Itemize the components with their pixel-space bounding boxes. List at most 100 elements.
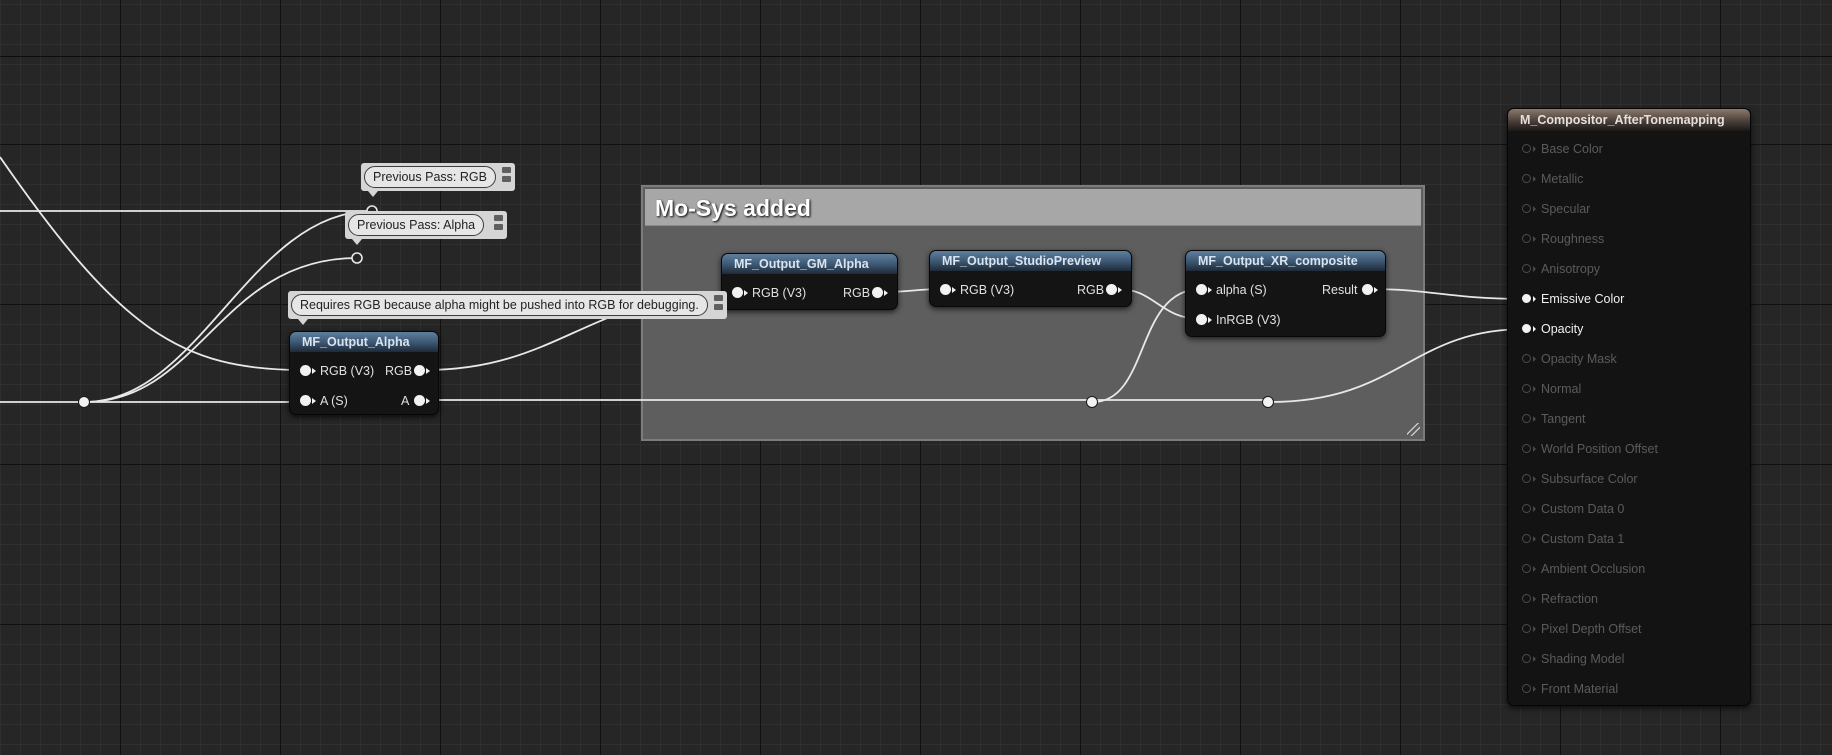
input-pin[interactable] <box>1522 414 1531 423</box>
material-input-label: Anisotropy <box>1541 262 1601 276</box>
pin-arrow-icon <box>1533 506 1536 512</box>
pin-arrow-icon <box>1533 536 1536 542</box>
node-title: MF_Output_Alpha <box>290 332 438 352</box>
input-pin[interactable] <box>1522 234 1531 243</box>
pin-label: RGB (V3) <box>960 283 1015 297</box>
pin-arrow-icon <box>312 368 316 374</box>
reroute-node <box>1086 396 1098 408</box>
pin-arrow-icon <box>952 287 956 293</box>
pin-arrow-icon <box>744 290 748 296</box>
input-pin[interactable] <box>300 395 311 406</box>
bubble-pin-icon[interactable] <box>714 295 723 313</box>
pin-arrow-icon <box>1533 206 1536 212</box>
comment-title: Mo-Sys added <box>655 195 811 221</box>
pin-arrow-icon <box>1533 476 1536 482</box>
output-pin[interactable] <box>1106 284 1117 295</box>
pin-arrow-icon <box>1533 236 1536 242</box>
input-pin[interactable] <box>1522 444 1531 453</box>
input-pin[interactable] <box>940 284 951 295</box>
node-mf-output-gm-alpha[interactable]: MF_Output_GM_Alpha RGB (V3) RGB <box>721 253 898 310</box>
node-material-output[interactable]: M_Compositor_AfterTonemapping Base Color… <box>1507 108 1751 706</box>
bubble-pin-icon[interactable] <box>494 215 503 233</box>
bubble-text: Previous Pass: Alpha <box>348 214 485 236</box>
pin-label: RGB (V3) <box>320 364 375 378</box>
input-pin[interactable] <box>1522 384 1531 393</box>
input-pin[interactable] <box>1522 474 1531 483</box>
pin-arrow-icon <box>426 368 430 374</box>
bubble-pin-icon[interactable] <box>502 167 511 185</box>
pin-label: A <box>401 394 410 408</box>
bubble-text: Previous Pass: RGB <box>364 166 496 188</box>
output-pin[interactable] <box>872 287 883 298</box>
input-pin[interactable] <box>1522 534 1531 543</box>
input-pin[interactable] <box>1522 174 1531 183</box>
node-title: MF_Output_XR_composite <box>1186 251 1385 271</box>
input-pin[interactable] <box>1522 204 1531 213</box>
node-mf-output-studiopreview[interactable]: MF_Output_StudioPreview RGB (V3) RGB <box>929 250 1132 307</box>
input-pin[interactable] <box>1196 314 1207 325</box>
bubble-tail <box>298 319 308 325</box>
comment-bubble-previous-alpha[interactable]: Previous Pass: Alpha <box>345 211 507 245</box>
pin-arrow-icon <box>1533 566 1536 572</box>
input-pin[interactable] <box>732 287 743 298</box>
wire-reroute-to-previous-alpha <box>84 257 358 403</box>
input-pin[interactable] <box>1522 354 1531 363</box>
input-pin[interactable] <box>300 365 311 376</box>
pin-arrow-icon <box>1533 446 1536 452</box>
input-pin[interactable] <box>1522 564 1531 573</box>
output-pin[interactable] <box>414 395 425 406</box>
pin-arrow-icon <box>1533 176 1536 182</box>
input-pin[interactable] <box>1522 684 1531 693</box>
wire-reroute-to-xr-alpha <box>1092 288 1202 403</box>
node-title: MF_Output_StudioPreview <box>930 251 1131 271</box>
material-input-label: Ambient Occlusion <box>1541 562 1646 576</box>
input-pin[interactable] <box>1522 594 1531 603</box>
pin-label: A (S) <box>320 394 348 408</box>
reroute-node <box>78 396 90 408</box>
output-pin[interactable] <box>1362 284 1373 295</box>
pin-arrow-icon <box>1533 416 1536 422</box>
input-pin[interactable] <box>1522 654 1531 663</box>
wire-reroute-to-opacity <box>1268 328 1527 403</box>
input-pin[interactable] <box>1522 324 1531 333</box>
comment-header[interactable]: Mo-Sys added <box>645 189 1421 226</box>
material-input-label: Custom Data 0 <box>1541 502 1625 516</box>
node-mf-output-xr-composite[interactable]: MF_Output_XR_composite alpha (S) Result … <box>1185 250 1386 337</box>
bubble-tail <box>368 191 378 197</box>
pin-label: RGB <box>1077 283 1105 297</box>
pin-label: alpha (S) <box>1216 283 1267 297</box>
input-pin[interactable] <box>1196 284 1207 295</box>
input-pin[interactable] <box>1522 624 1531 633</box>
input-pin[interactable] <box>1522 294 1531 303</box>
pin-arrow-icon <box>1208 287 1212 293</box>
material-input-label: Emissive Color <box>1541 292 1625 306</box>
comment-bubble-previous-rgb[interactable]: Previous Pass: RGB <box>361 163 515 197</box>
pin-arrow-icon <box>1533 656 1536 662</box>
comment-bubble-requires-rgb[interactable]: Requires RGB because alpha might be push… <box>288 291 727 325</box>
material-input-label: Shading Model <box>1541 652 1625 666</box>
material-input-label: Refraction <box>1541 592 1598 606</box>
pin-label: InRGB (V3) <box>1216 313 1281 327</box>
input-pin[interactable] <box>1522 144 1531 153</box>
input-pin[interactable] <box>1522 264 1531 273</box>
wire-offscreen-to-rgb-in <box>0 156 304 371</box>
input-pin[interactable] <box>1522 504 1531 513</box>
output-pin[interactable] <box>414 365 425 376</box>
pin-arrow-icon <box>1533 266 1536 272</box>
material-input-label: Base Color <box>1541 142 1603 156</box>
node-title: MF_Output_GM_Alpha <box>722 254 897 274</box>
material-input-label: Roughness <box>1541 232 1605 246</box>
pin-arrow-icon <box>1533 686 1536 692</box>
material-input-label: Custom Data 1 <box>1541 532 1625 546</box>
resize-handle-icon[interactable] <box>1407 423 1420 436</box>
pin-arrow-icon <box>426 398 430 404</box>
pin-arrow-icon <box>1118 287 1122 293</box>
pin-arrow-icon <box>884 290 888 296</box>
pin-arrow-icon <box>1374 287 1378 293</box>
material-input-label: Normal <box>1541 382 1582 396</box>
pin-arrow-icon <box>1533 356 1536 362</box>
material-input-label: Metallic <box>1541 172 1584 186</box>
node-mf-output-alpha[interactable]: MF_Output_Alpha RGB (V3) RGB A (S) A <box>289 331 439 415</box>
bubble-tail <box>352 239 362 245</box>
reroute-node <box>1262 396 1274 408</box>
